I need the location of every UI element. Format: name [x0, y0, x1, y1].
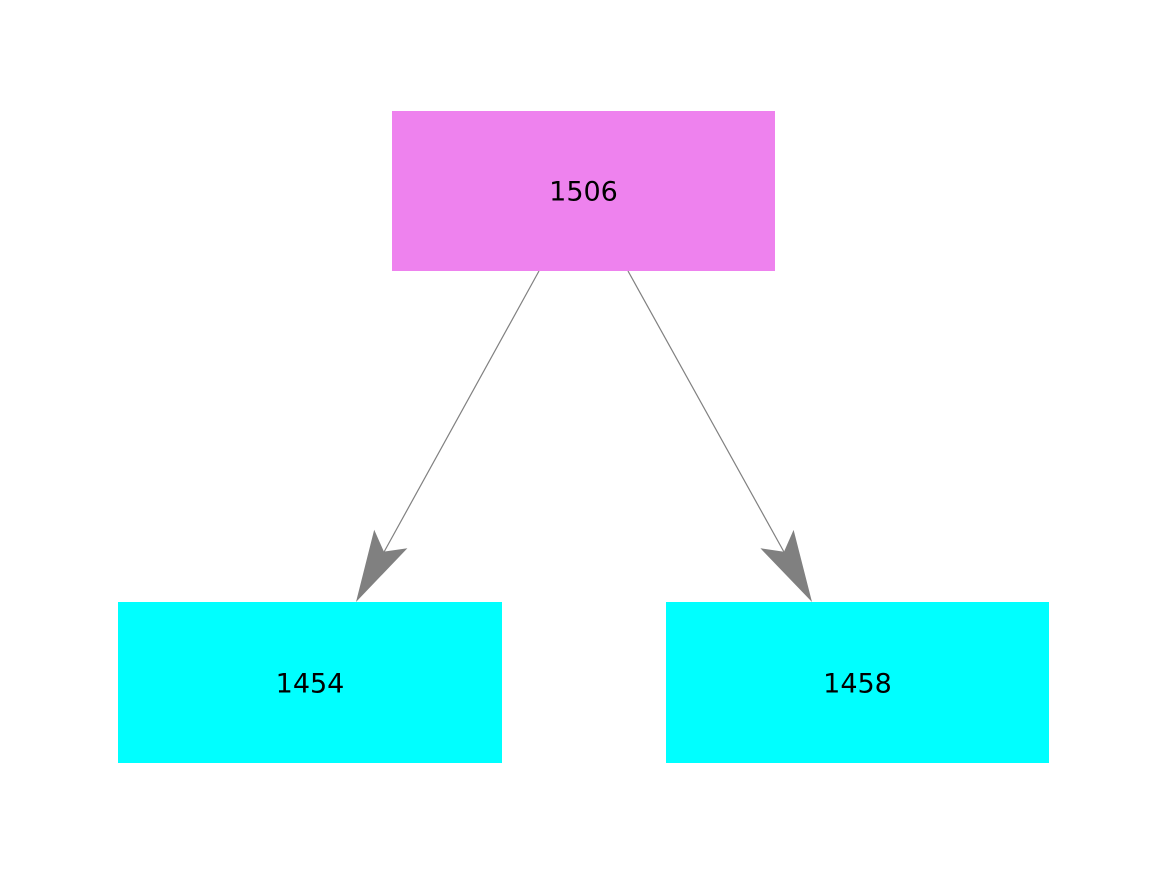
edge-root-to-left-child	[356, 270, 540, 602]
node-root: 1506	[392, 111, 775, 271]
node-left-child-label: 1454	[276, 668, 345, 699]
arrowhead-right-icon	[760, 529, 812, 602]
node-right-child-box	[666, 602, 1049, 763]
node-root-box	[392, 111, 775, 271]
node-left-child: 1454	[118, 602, 502, 763]
node-right-child-label: 1458	[823, 668, 892, 699]
arrowhead-left-icon	[356, 529, 408, 602]
node-right-child: 1458	[666, 602, 1049, 763]
edge-root-to-right-child	[627, 270, 812, 602]
edge-line-right	[627, 270, 785, 553]
node-left-child-box	[118, 602, 502, 763]
edge-line-left	[383, 270, 540, 553]
node-root-label: 1506	[549, 176, 618, 207]
